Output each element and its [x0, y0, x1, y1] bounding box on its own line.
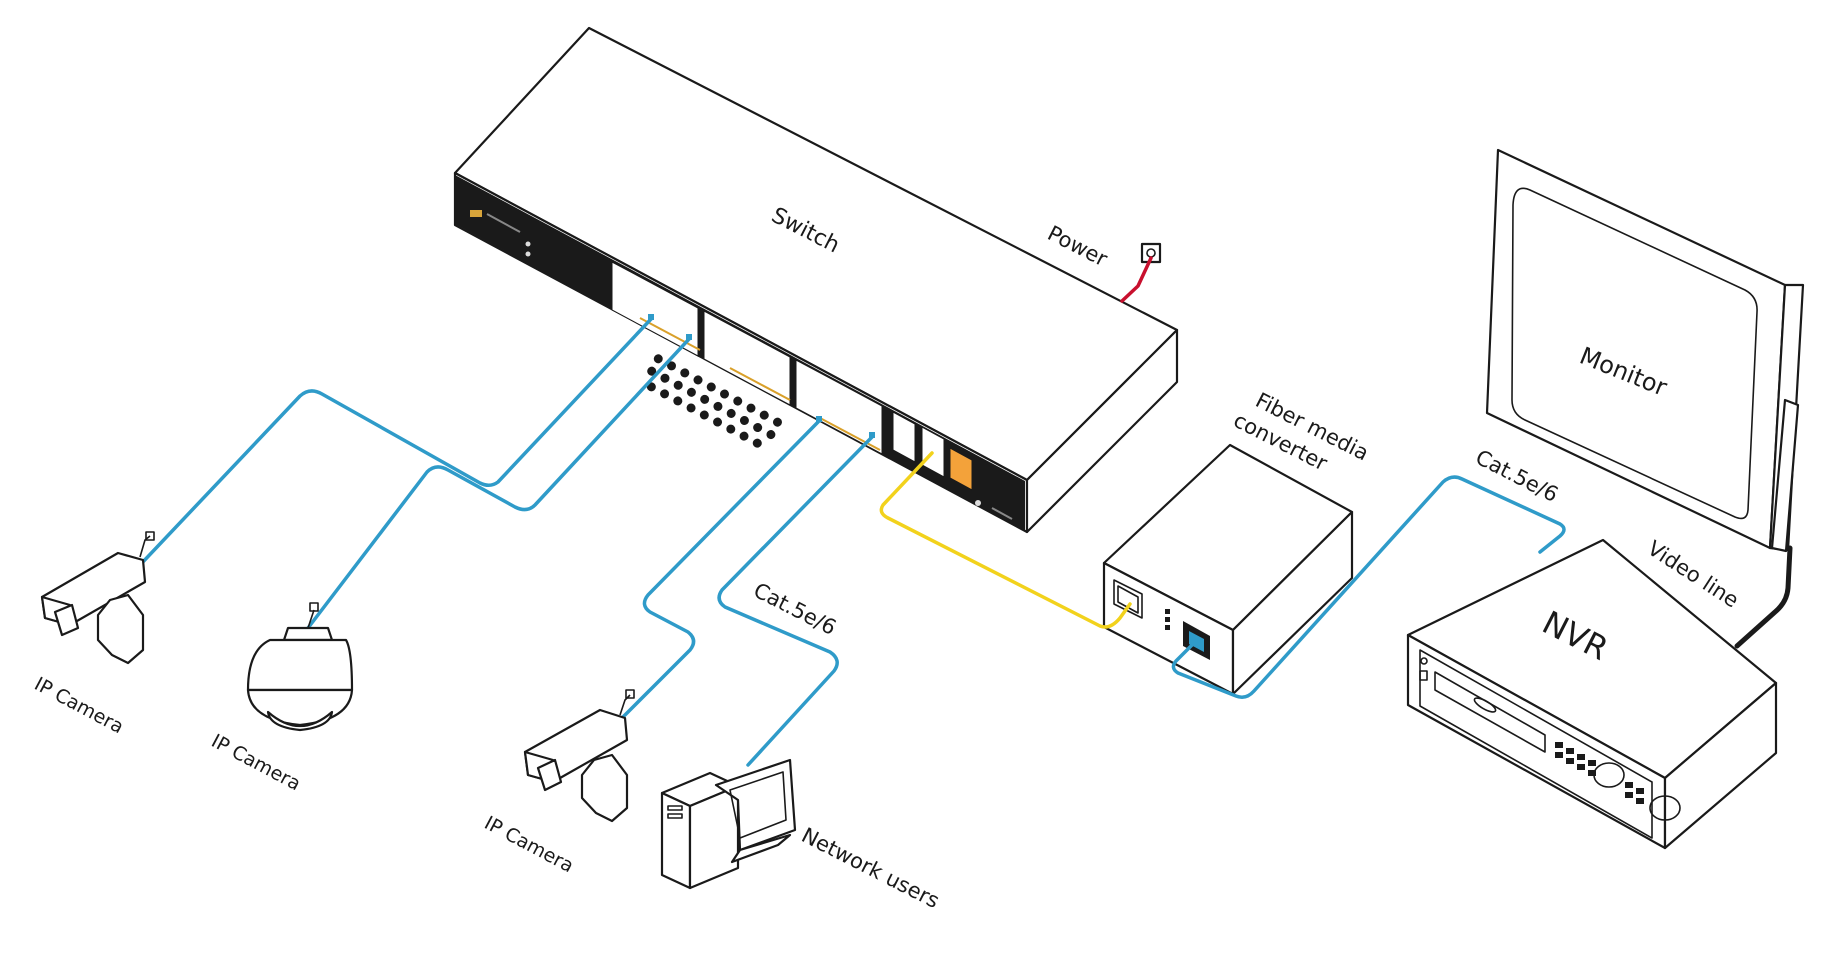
converter-nvr-cable [1171, 475, 1566, 699]
ip-camera-3 [523, 689, 635, 823]
cables [138, 256, 1793, 767]
label-camera1: IP Camera [31, 673, 128, 738]
video-line-cable [1734, 545, 1793, 649]
label-network-users: Network users [798, 823, 944, 913]
label-camera2: IP Camera [208, 730, 305, 795]
nvr-device [1406, 538, 1778, 850]
label-cat-nvr: Cat.5e/6 [1472, 445, 1562, 507]
label-power: Power [1044, 221, 1112, 271]
camera1-cable [138, 316, 654, 567]
camera2-cable [306, 336, 692, 630]
switch-vent-holes [646, 354, 782, 448]
fiber-cable [879, 451, 1132, 629]
ip-camera-1 [40, 531, 155, 665]
nvr-buttons [1555, 742, 1644, 804]
label-camera3: IP Camera [481, 812, 578, 877]
camera3-cable [618, 418, 822, 722]
power-cable [1120, 256, 1153, 303]
ip-camera-2 [246, 602, 354, 732]
users-cable [717, 434, 875, 767]
fiber-converter-device [1102, 443, 1354, 696]
monitor-device [1485, 148, 1805, 553]
switch-device [453, 26, 1179, 534]
network-users-pc [660, 758, 797, 890]
label-cat-users: Cat.5e/6 [750, 578, 840, 640]
